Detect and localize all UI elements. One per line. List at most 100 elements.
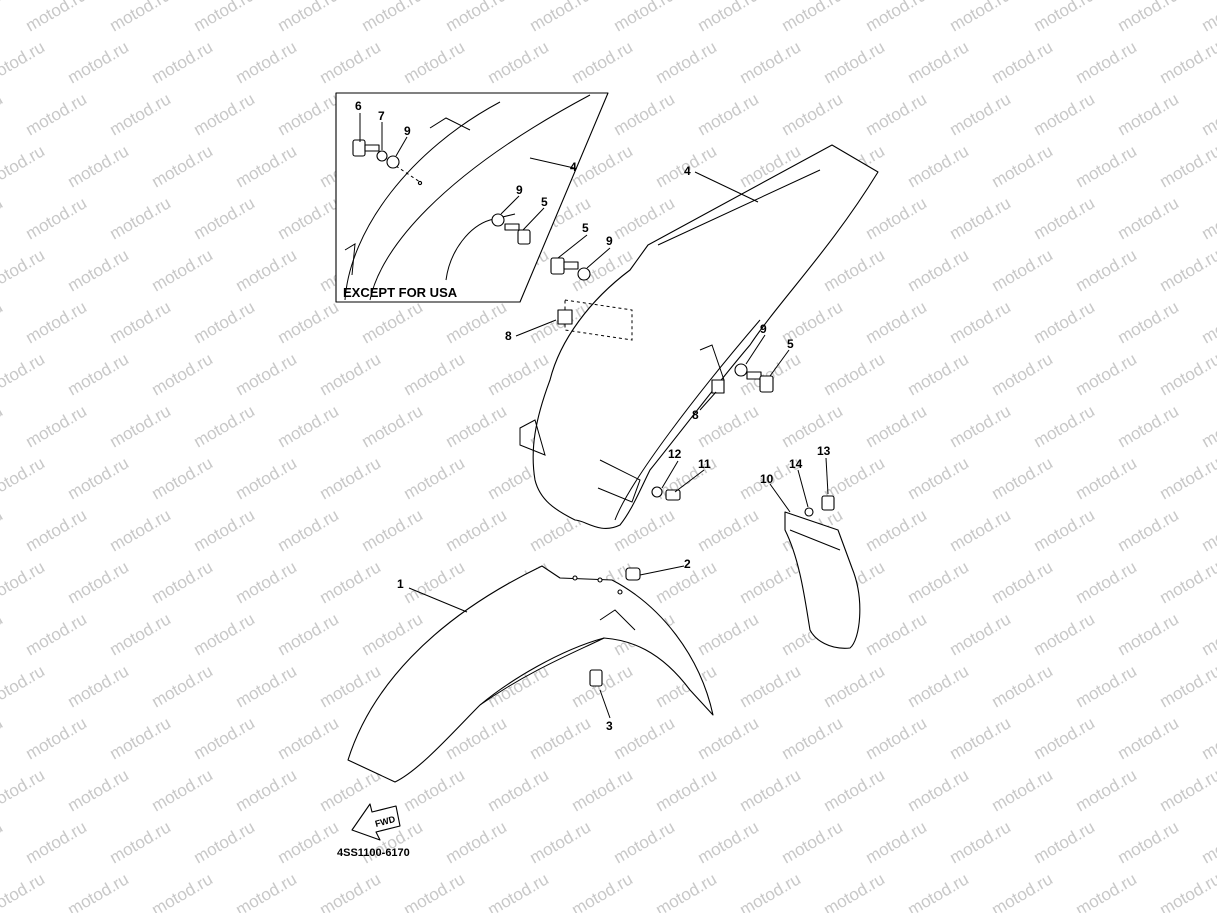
- watermark: motod.ru: [1030, 401, 1098, 451]
- watermark: motod.ru: [1198, 0, 1217, 35]
- watermark: motod.ru: [694, 401, 762, 451]
- watermark: motod.ru: [904, 765, 972, 815]
- inset-washer-7: [376, 150, 388, 162]
- watermark: motod.ru: [190, 0, 258, 35]
- watermark: motod.ru: [274, 609, 342, 659]
- watermark: motod.ru: [106, 713, 174, 763]
- watermark: motod.ru: [232, 869, 300, 913]
- watermark: motod.ru: [0, 141, 48, 191]
- watermark: motod.ru: [1156, 349, 1217, 399]
- watermark: motod.ru: [946, 609, 1014, 659]
- watermark: motod.ru: [778, 0, 846, 35]
- watermark: motod.ru: [22, 505, 90, 555]
- watermark: motod.ru: [190, 609, 258, 659]
- inset-caption: EXCEPT FOR USA: [343, 285, 458, 300]
- watermark: motod.ru: [1198, 505, 1217, 555]
- collar-9-b: [734, 363, 748, 377]
- watermark: motod.ru: [988, 141, 1056, 191]
- watermark: motod.ru: [1030, 609, 1098, 659]
- watermark: motod.ru: [22, 713, 90, 763]
- watermark: motod.ru: [988, 453, 1056, 503]
- watermark: motod.ru: [1030, 817, 1098, 867]
- watermark: motod.ru: [1114, 505, 1182, 555]
- watermark: motod.ru: [1072, 765, 1140, 815]
- callout-4-inset: 4: [570, 160, 577, 174]
- watermark: motod.ru: [1114, 193, 1182, 243]
- watermark: motod.ru: [820, 765, 888, 815]
- watermark: motod.ru: [358, 297, 426, 347]
- watermark: motod.ru: [0, 765, 48, 815]
- watermark: motod.ru: [946, 817, 1014, 867]
- watermark: motod.ru: [610, 713, 678, 763]
- watermark: motod.ru: [904, 453, 972, 503]
- watermark: motod.ru: [1030, 89, 1098, 139]
- bolt-5-a: [550, 257, 579, 275]
- watermark: motod.ru: [106, 297, 174, 347]
- watermark: motod.ru: [1114, 0, 1182, 35]
- watermark: motod.ru: [274, 401, 342, 451]
- watermark: motod.ru: [904, 37, 972, 87]
- callout-10: 10: [760, 472, 774, 486]
- watermark: motod.ru: [862, 609, 930, 659]
- watermark: motod.ru: [22, 609, 90, 659]
- watermark: motod.ru: [190, 817, 258, 867]
- watermark: motod.ru: [1156, 765, 1217, 815]
- watermark: motod.ru: [736, 765, 804, 815]
- watermark: motod.ru: [400, 37, 468, 87]
- watermark: motod.ru: [1156, 37, 1217, 87]
- watermark: motod.ru: [736, 557, 804, 607]
- watermark: motod.ru: [148, 37, 216, 87]
- watermark: motod.ru: [1072, 557, 1140, 607]
- watermark: motod.ru: [232, 349, 300, 399]
- watermark: motod.ru: [862, 817, 930, 867]
- inset-lower-bracket: [445, 213, 516, 281]
- watermark: motod.ru: [694, 0, 762, 35]
- callout-5-main-b: 5: [787, 337, 794, 351]
- watermark: motod.ru: [862, 505, 930, 555]
- watermark: motod.ru: [610, 0, 678, 35]
- watermark: motod.ru: [862, 193, 930, 243]
- watermark: motod.ru: [316, 557, 384, 607]
- watermark: motod.ru: [1114, 89, 1182, 139]
- watermark: motod.ru: [1114, 609, 1182, 659]
- watermark: motod.ru: [1030, 0, 1098, 35]
- watermark: motod.ru: [694, 505, 762, 555]
- watermark: motod.ru: [988, 557, 1056, 607]
- watermark: motod.ru: [316, 37, 384, 87]
- bolt-11: [665, 489, 681, 501]
- watermark: motod.ru: [0, 817, 6, 867]
- watermark: motod.ru: [22, 193, 90, 243]
- watermark: motod.ru: [232, 557, 300, 607]
- callout-1: 1: [397, 577, 404, 591]
- inset-bolt-5: [504, 223, 531, 245]
- watermark: motod.ru: [106, 0, 174, 35]
- watermark: motod.ru: [1156, 141, 1217, 191]
- nut-8-b: [711, 379, 725, 394]
- watermark: motod.ru: [190, 505, 258, 555]
- watermark: motod.ru: [64, 349, 132, 399]
- callout-6: 6: [355, 99, 362, 113]
- watermark: motod.ru: [190, 89, 258, 139]
- watermark: motod.ru: [610, 817, 678, 867]
- inset-collar-9: [386, 155, 400, 169]
- watermark: motod.ru: [778, 713, 846, 763]
- watermark: motod.ru: [0, 245, 48, 295]
- watermark: motod.ru: [568, 869, 636, 913]
- watermark: motod.ru: [988, 869, 1056, 913]
- inset-dash: [395, 165, 421, 183]
- watermark: motod.ru: [694, 713, 762, 763]
- watermark: motod.ru: [442, 297, 510, 347]
- watermark: motod.ru: [148, 869, 216, 913]
- inset-collar-9b: [491, 213, 505, 227]
- watermark: motod.ru: [1114, 401, 1182, 451]
- watermark: motod.ru: [442, 401, 510, 451]
- front-fender-body: [347, 565, 714, 783]
- callout-4-main: 4: [684, 164, 691, 178]
- watermark: motod.ru: [1156, 557, 1217, 607]
- watermark: motod.ru: [1072, 141, 1140, 191]
- callout-5-inset: 5: [541, 195, 548, 209]
- bolt-3: [589, 669, 603, 687]
- watermark: motod.ru: [316, 453, 384, 503]
- watermark: motod.ru: [64, 869, 132, 913]
- watermark: motod.ru: [1156, 245, 1217, 295]
